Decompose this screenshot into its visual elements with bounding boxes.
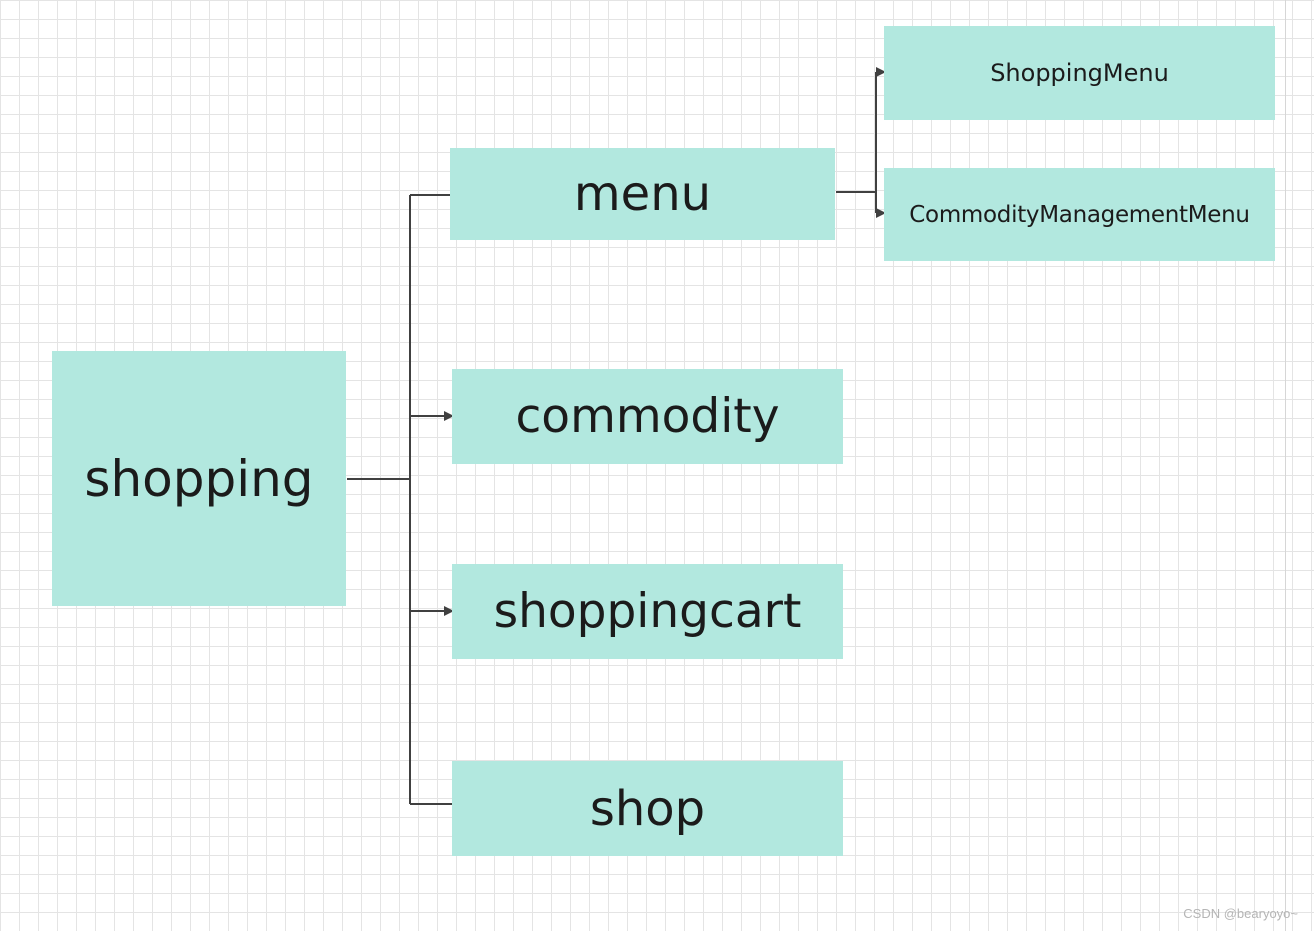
node-shopping-menu: ShoppingMenu [884,26,1275,120]
node-shopping: shopping [52,351,346,606]
node-commodity: commodity [452,369,843,464]
watermark: CSDN @bearyoyo~ [1183,906,1298,921]
node-commodity-management-menu: CommodityManagementMenu [884,168,1275,261]
node-menu: menu [450,148,835,240]
grid-edge [1285,0,1286,931]
node-shop: shop [452,761,843,856]
node-shoppingcart: shoppingcart [452,564,843,659]
